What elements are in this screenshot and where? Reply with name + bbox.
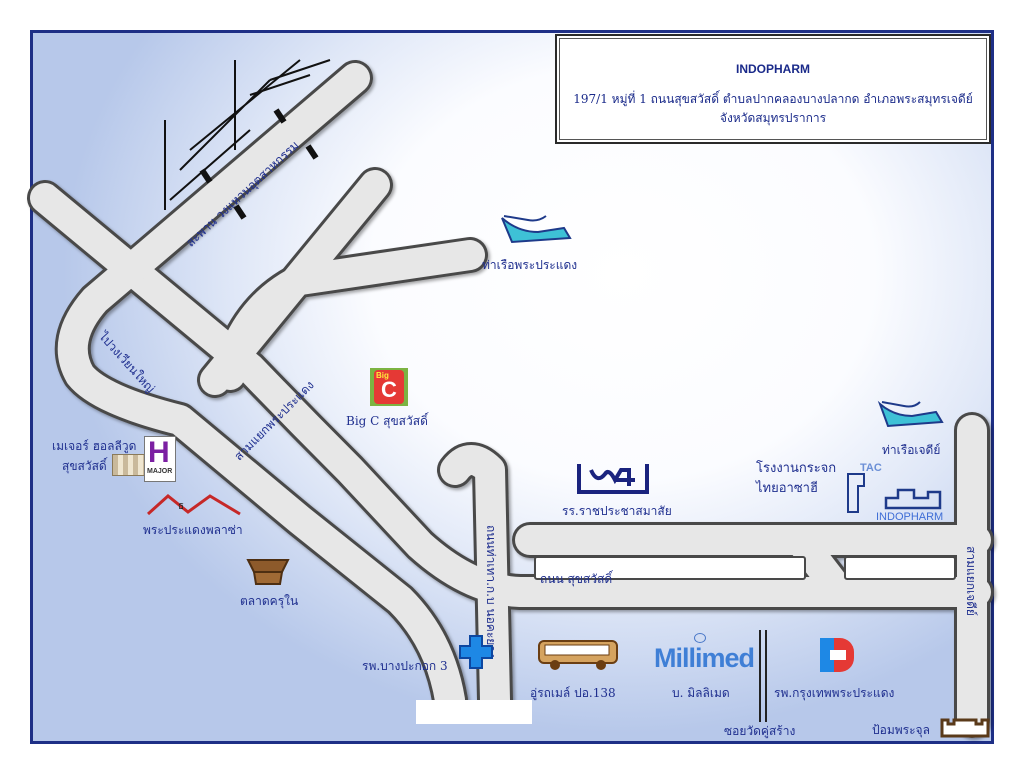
label-major-line1: เมเจอร์ ฮอลลีวูด (52, 439, 137, 453)
label-chedi-intersection: สามแยกเจดีย์ (964, 546, 978, 616)
label-phra-chun-fort: ป้อมพระจุล (872, 723, 930, 737)
hospital-cross-icon (459, 635, 493, 669)
market-basket-icon (246, 559, 290, 585)
millimed-logo: Millimed (654, 633, 755, 679)
tac-text: TAC (860, 462, 882, 474)
plaza-letter: ธ (178, 501, 185, 512)
bus-icon (538, 640, 618, 670)
label-ratprachasamasai-school: รร.ราชประชาสมาสัย (562, 504, 672, 518)
label-big-c: Big C สุขสวัสดิ์ (346, 414, 428, 428)
bangkok-hospital-logo (820, 638, 856, 672)
label-phra-pradaeng-pier: ท่าเรือพระประแดง (482, 258, 578, 272)
label-suksawat-road: ถนน สุขสวัสดิ์ (540, 572, 613, 586)
address-line-1: 197/1 หมู่ที่ 1 ถนนสุขสวัสดิ์ ตำบลปากคลอ… (573, 92, 973, 106)
big-c-logo: Big C (370, 368, 408, 406)
major-cineplex-logo: H MAJOR (110, 436, 176, 482)
tac-factory-icon (847, 473, 865, 513)
company-name: INDOPHARM (736, 62, 810, 76)
label-bangkok-hospital: รพ.กรุงเทพพระประแดง (774, 686, 895, 700)
label-bang-pakok-hospital: รพ.บางปะกอก 3 (362, 659, 448, 673)
indopharm-map-label: INDOPHARM (876, 511, 944, 523)
label-millimed-company: บ. มิลลิเมด (672, 686, 730, 700)
label-chedi-pier: ท่าเรือเจดีย์ (882, 443, 941, 457)
label-bus-depot: อู่รถเมล์ ปอ.138 (530, 686, 616, 700)
label-major-line2: สุขสวัสดิ์ (62, 459, 107, 473)
label-asahi-glass-line1: โรงงานกระจก (756, 461, 837, 476)
indopharm-building-icon (884, 488, 942, 510)
school-logo (577, 464, 649, 494)
pier-ship-icon (501, 215, 572, 244)
pier-ship-icon (877, 400, 944, 428)
blank-patch (416, 700, 532, 724)
label-khru-nai-market: ตลาดครุใน (240, 594, 299, 608)
plaza-roof-icon (146, 494, 241, 516)
address-line-2: จังหวัดสมุทรปราการ (719, 111, 827, 125)
fort-icon (940, 718, 990, 738)
address-box: INDOPHARM 197/1 หมู่ที่ 1 ถนนสุขสวัสดิ์ … (555, 34, 991, 144)
label-asahi-glass-line2: ไทยอาซาฮี (756, 481, 818, 496)
label-wat-ku-sang-alley: ซอยวัดคู่สร้าง (724, 724, 796, 738)
label-phra-pradaeng-plaza: พระประแดงพลาซ่า (143, 523, 243, 537)
